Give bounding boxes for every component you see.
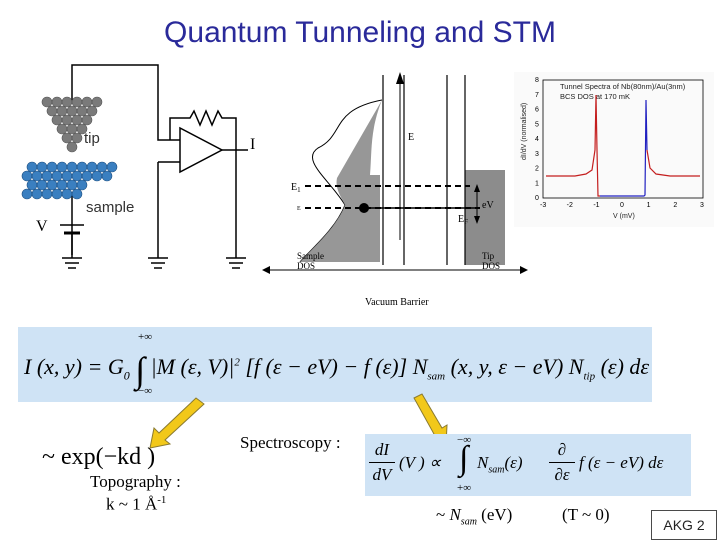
spectra-xlabel: V (mV) <box>613 213 635 220</box>
spectra-y-tick: 0 <box>535 195 539 202</box>
tip-label: tip <box>84 130 100 147</box>
spectra-x-tick: 3 <box>700 202 704 209</box>
spectra-y-tick: 2 <box>535 166 539 173</box>
nsam-ev-label: ~ Nsam (eV) <box>436 505 513 528</box>
eq-nsam-args: (x, y, ε − eV) N <box>450 354 584 379</box>
eq-spec-arg: (V ) ∝ <box>399 453 442 472</box>
spectra-y-tick: 4 <box>535 136 539 143</box>
spectra-x-ticks: -3 -2 -1 0 1 2 3 <box>540 202 704 209</box>
voltage-label: V <box>36 218 48 235</box>
eq-nsam-sub: sam <box>427 370 446 383</box>
e1-label: E1 <box>291 182 301 194</box>
spectra-x-tick: -3 <box>540 202 546 209</box>
eq-rest: [f (ε − eV) − f (ε)] N <box>245 354 428 379</box>
eq-spec-dnum: ∂ <box>557 440 567 459</box>
eq-lower-limit: −∞ <box>138 385 153 397</box>
eq-body: |M (ε, V)| <box>150 354 235 379</box>
tunneling-current-equation: I (x, y) = G0 ∫ |M (ε, V)|2 [f (ε − eV) … <box>18 327 652 402</box>
vacuum-barrier-label: Vacuum Barrier <box>365 297 429 308</box>
eq-upper-limit: +∞ <box>138 331 153 343</box>
spectra-y-tick: 6 <box>535 107 539 114</box>
page-title: Quantum Tunneling and STM <box>164 16 556 49</box>
sample-atoms <box>21 161 118 200</box>
spectra-title-2: BCS DOS at 170 mK <box>560 92 630 101</box>
current-label: I <box>250 136 255 153</box>
spectra-y-tick: 5 <box>535 121 539 128</box>
spectra-y-tick: 7 <box>535 92 539 99</box>
spectrum-red-left <box>546 94 600 197</box>
eq-spec-den: dV <box>372 465 392 484</box>
spectra-x-tick: -1 <box>593 202 599 209</box>
eq-sq: 2 <box>234 356 240 369</box>
spectrum-red-right <box>646 149 700 177</box>
temperature-label: (T ~ 0) <box>562 505 610 524</box>
spectra-ylabel: dI/dV (normalised) <box>521 103 528 160</box>
decay-label: ~ exp(−kd ) <box>42 444 156 470</box>
spectra-title-1: Tunnel Spectra of Nb(80nm)/Au(3nm) <box>560 82 686 91</box>
eq-spec-body: Nsam(ε) <box>477 453 523 476</box>
eq-spec-lower: +∞ <box>457 482 472 494</box>
spectroscopy-equation: dI dV (V ) ∝ −∞ ∫ +∞ Nsam(ε) ∂ ∂ε f (ε −… <box>365 434 691 496</box>
eq-spec-tail: f (ε − eV) dε <box>579 453 664 472</box>
ev-label: eV <box>482 200 494 211</box>
eq-integral: ∫ <box>135 350 146 390</box>
ef-left-label: E <box>297 206 301 212</box>
topography-label: Topography : <box>90 472 181 491</box>
spectroscopy-label: Spectroscopy : <box>240 433 341 452</box>
eq-ntip-sub: tip <box>583 370 596 383</box>
spectra-y-ticks: 0 1 2 3 4 5 6 7 8 <box>535 77 539 202</box>
eq-g-sub: 0 <box>123 368 130 383</box>
yellow-arrow-left-icon <box>149 397 205 449</box>
eq-spec-integral: ∫ <box>459 440 469 477</box>
eq-spec-num: dI <box>374 440 390 459</box>
spectra-y-tick: 1 <box>535 180 539 187</box>
eq-spec-upper: −∞ <box>457 434 472 446</box>
slide-footer: AKG 2 <box>651 510 717 540</box>
eq-tail: (ε) dε <box>600 354 650 379</box>
spectra-x-tick: -2 <box>567 202 573 209</box>
spectra-x-tick: 1 <box>647 202 651 209</box>
spectrum-blue <box>600 99 648 197</box>
spectra-y-tick: 8 <box>535 77 539 84</box>
eq-spec-dden: ∂ε <box>554 465 570 484</box>
spectra-y-tick: 3 <box>535 151 539 158</box>
k-value-label: k ~ 1 Å-1 <box>106 494 167 514</box>
sample-label: sample <box>86 199 134 216</box>
tip-atoms <box>41 96 103 153</box>
spectra-x-tick: 2 <box>673 202 677 209</box>
ef-right-label: EF <box>458 214 468 226</box>
eq-lhs: I (x, y) = G <box>24 354 124 379</box>
spectra-x-tick: 0 <box>620 202 624 209</box>
energy-e-label: E <box>408 132 414 143</box>
